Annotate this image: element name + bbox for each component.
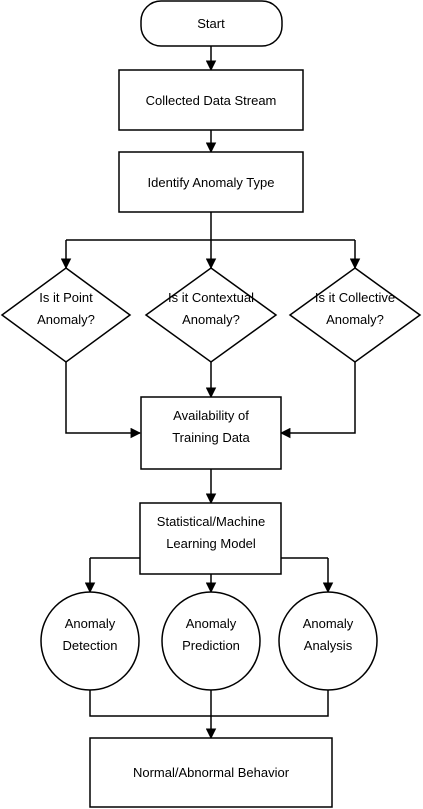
- identify-label-line-1: Identify Anomaly Type: [148, 175, 275, 190]
- analysis-label-line-2: Analysis: [304, 638, 353, 653]
- process-box: [89, 737, 333, 808]
- node-normal-abnormal-behavior: Normal/Abnormal Behavior: [89, 737, 333, 808]
- decision-diamond: [288, 267, 422, 363]
- collected-data-stream-label: Collected Data Stream: [146, 93, 277, 108]
- detection-label-line-2: Detection: [63, 638, 118, 653]
- collected-label-line-1: Collected Data Stream: [146, 93, 277, 108]
- point-label-line-1: Is it Point: [39, 290, 93, 305]
- prediction-label-line-1: Anomaly: [186, 616, 237, 631]
- behavior-label: Normal/Abnormal Behavior: [133, 765, 290, 780]
- collective-label-line-1: Is it Collective: [315, 290, 395, 305]
- behavior-label-line-1: Normal/Abnormal Behavior: [133, 765, 290, 780]
- detection-label-line-1: Anomaly: [65, 616, 116, 631]
- training-label-line-2: Training Data: [172, 430, 250, 445]
- start-label-line-1: Start: [197, 16, 225, 31]
- outcome-circle: [40, 591, 140, 691]
- outcome-circle: [278, 591, 378, 691]
- decision-diamond: [0, 267, 132, 363]
- edge-point-to-training: [65, 362, 142, 439]
- node-training-data: Availability of Training Data: [140, 396, 282, 470]
- edge-collective-to-training: [279, 362, 356, 439]
- process-box: [118, 151, 304, 213]
- process-box: [139, 502, 282, 575]
- collective-label-line-2: Anomaly?: [326, 312, 384, 327]
- node-identify-anomaly-type: Identify Anomaly Type: [118, 151, 304, 213]
- training-label-line-1: Availability of: [173, 408, 249, 423]
- start-label: Start: [197, 16, 225, 31]
- prediction-label-line-2: Prediction: [182, 638, 240, 653]
- outcome-circle: [161, 591, 261, 691]
- process-box: [118, 69, 304, 131]
- edge-detection-merge: [89, 690, 329, 717]
- decision-diamond: [144, 267, 278, 363]
- node-collected-data-stream: Collected Data Stream: [118, 69, 304, 131]
- model-label-line-2: Learning Model: [166, 536, 256, 551]
- identify-anomaly-type-label: Identify Anomaly Type: [148, 175, 275, 190]
- analysis-label-line-1: Anomaly: [303, 616, 354, 631]
- model-label-line-1: Statistical/Machine: [157, 514, 265, 529]
- contextual-label-line-1: Is it Contextual: [168, 290, 254, 305]
- terminator-shape: [140, 0, 283, 47]
- point-label-line-2: Anomaly?: [37, 312, 95, 327]
- node-start: Start: [140, 0, 283, 47]
- process-box: [140, 396, 282, 470]
- contextual-label-line-2: Anomaly?: [182, 312, 240, 327]
- training-data-label: Availability of Training Data: [172, 408, 250, 445]
